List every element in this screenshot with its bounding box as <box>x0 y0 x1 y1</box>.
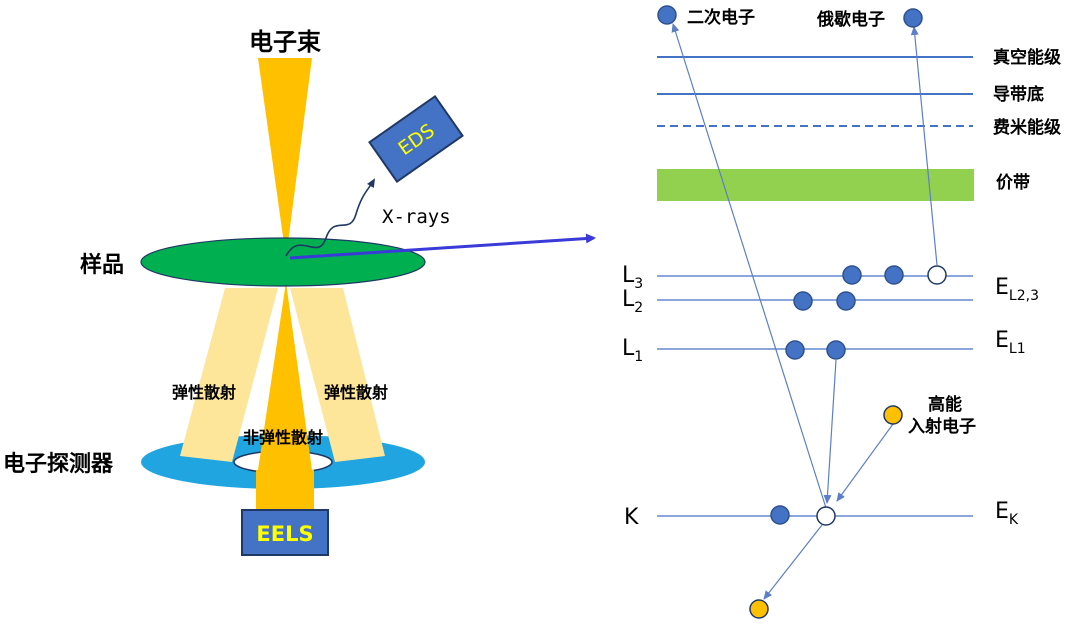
eels-label: EELS <box>256 522 313 546</box>
incident-electron <box>883 405 903 425</box>
left-diagram: EDS X-rays EELS 电子束 样品 弹性散射 弹性散射 非弹性散射 电… <box>3 28 596 556</box>
beam-to-eels <box>256 470 314 514</box>
electron-beam <box>258 58 312 258</box>
energy-label-l23: EL2,3 <box>995 275 1039 304</box>
electron-l1-1 <box>785 340 805 360</box>
electron-l3-1 <box>842 265 862 285</box>
auger-electron-label: 俄歇电子 <box>816 9 885 30</box>
detector-label: 电子探测器 <box>3 451 114 477</box>
right-diagram: 真空能级 导带底 费米能级 价带 L3 L2 L1 K EL2,3 EL1 EK <box>622 5 1061 619</box>
scattered-electron <box>749 599 769 619</box>
elastic-right-label: 弹性散射 <box>324 383 388 402</box>
zoom-arrow <box>289 233 596 260</box>
sample-disc <box>140 237 426 287</box>
electron-k <box>770 505 790 525</box>
elastic-scatter-left-cone <box>180 288 278 462</box>
valence-band-label: 价带 <box>996 172 1030 193</box>
l1-to-k-transition <box>823 359 837 504</box>
electron-beam-label: 电子束 <box>249 28 322 56</box>
xray-squiggle <box>285 178 376 257</box>
shell-label-l3: L3 <box>622 263 643 292</box>
hole-l3 <box>927 265 947 285</box>
scattered-electron-path <box>763 524 823 600</box>
elastic-scatter-right-cone <box>290 288 385 462</box>
shell-label-l2: L2 <box>622 287 643 316</box>
secondary-electron-label: 二次电子 <box>687 7 755 28</box>
vacuum-level-label: 真空能级 <box>993 47 1061 68</box>
electron-secondary <box>657 5 677 25</box>
shell-label-l1: L1 <box>622 336 643 365</box>
incident-electron-label-1: 高能 <box>928 394 962 415</box>
inelastic-label: 非弹性散射 <box>243 428 323 447</box>
electron-l1-2 <box>826 340 846 360</box>
incident-electron-label-2: 入射电子 <box>908 416 976 437</box>
energy-label-k: EK <box>995 499 1019 528</box>
electron-auger <box>903 8 923 28</box>
electron-l3-2 <box>884 265 904 285</box>
eels-box <box>241 509 329 556</box>
transmitted-beam <box>258 282 312 470</box>
xrays-label: X-rays <box>382 206 451 228</box>
electron-l2-1 <box>793 291 813 311</box>
valence-band <box>657 169 974 201</box>
sample-label: 样品 <box>80 252 124 278</box>
auger-electron-path <box>910 26 938 266</box>
electron-l2-2 <box>836 291 856 311</box>
shell-label-k: K <box>624 505 639 530</box>
secondary-electron-path <box>671 23 827 509</box>
elastic-left-label: 弹性散射 <box>172 383 236 402</box>
hole-k <box>816 506 836 526</box>
fermi-level-label: 费米能级 <box>993 117 1061 138</box>
incident-electron-path <box>836 423 894 502</box>
conduction-band-label: 导带底 <box>993 84 1044 105</box>
eds-detector: EDS <box>368 95 464 183</box>
energy-label-l1: EL1 <box>995 328 1026 357</box>
